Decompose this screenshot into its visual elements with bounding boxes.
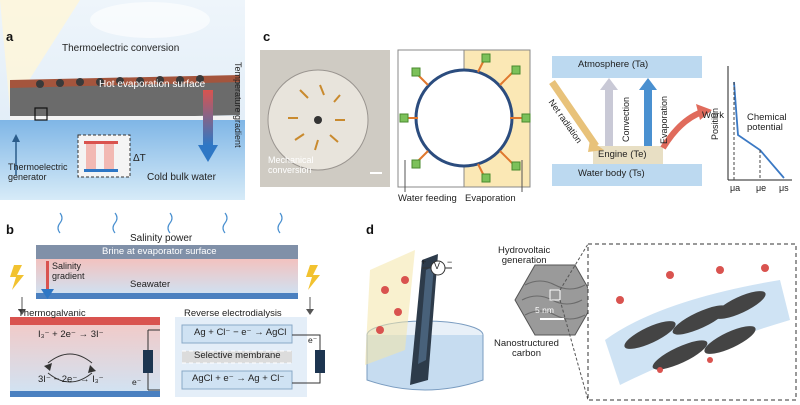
- nanostructured-carbon-label: Nanostructured carbon: [494, 338, 559, 360]
- position-label: Position: [710, 107, 720, 140]
- red-label: Reverse electrodialysis: [184, 308, 282, 319]
- electron-label-left: e⁻: [132, 377, 142, 387]
- panel-d-label: d: [366, 222, 374, 237]
- water-body-label: Water body (Ts): [578, 168, 645, 179]
- panel-b-illustration: [10, 212, 325, 397]
- red-reaction-top: Ag + Cl⁻ − e⁻ → AgCl: [194, 327, 287, 338]
- delta-t-label: ΔT: [133, 153, 146, 164]
- voltmeter-label: V: [434, 261, 441, 271]
- panel-d-illustration: [365, 243, 797, 401]
- panel-c-label: c: [263, 29, 271, 44]
- panel-c-illustration: [260, 49, 792, 192]
- plus-terminal: +: [421, 257, 427, 267]
- panel-a-illustration: [0, 0, 245, 200]
- evaporation-surface-bumps: [36, 75, 204, 88]
- salinity-power-title: Salinity power: [130, 233, 193, 244]
- salinity-gradient-label: Salinity gradient: [52, 261, 85, 281]
- electron-label-right: e⁻: [308, 335, 318, 345]
- minus-terminal: −: [447, 257, 453, 267]
- hot-surface-label: Hot evaporation surface: [99, 79, 206, 90]
- water-feeding-label: Water feeding: [398, 193, 457, 204]
- mu-e-label: μe: [756, 183, 767, 193]
- reaction-top: I₃⁻ + 2e⁻ → 3I⁻: [38, 329, 104, 340]
- convection-label: Convection: [621, 96, 631, 142]
- panel-b-label: b: [6, 222, 14, 237]
- temperature-gradient-label: Temperature gradient: [232, 62, 243, 148]
- evaporation-arrow-label: Evaporation: [659, 95, 669, 144]
- seawater-label: Seawater: [130, 279, 171, 290]
- brine-label: Brine at evaporator surface: [102, 246, 217, 257]
- panel-a-title: Thermoelectric conversion: [62, 43, 180, 54]
- evaporation-label: Evaporation: [465, 193, 516, 204]
- red-reaction-bottom: AgCl + e⁻ → Ag + Cl⁻: [192, 373, 285, 384]
- panel-a-label: a: [6, 29, 14, 44]
- engine-label: Engine (Te): [598, 149, 647, 160]
- generator-label: Thermoelectric generator: [8, 162, 68, 182]
- atmosphere-label: Atmosphere (Ta): [578, 59, 649, 70]
- membrane-label: Selective membrane: [194, 350, 281, 361]
- mu-a-label: μa: [730, 183, 741, 193]
- hydrovoltaic-label: Hydrovoltaic generation: [498, 245, 551, 267]
- chemical-potential-label: Chemical potential: [747, 112, 787, 134]
- work-label: Work: [702, 110, 724, 121]
- scale-bar-label: 5 nm: [535, 305, 554, 315]
- thermogalvanic-label: Thermogalvanic: [18, 308, 86, 319]
- mechanical-conversion-label: Mechanical conversion: [268, 155, 314, 175]
- mu-s-label: μs: [779, 183, 789, 193]
- reaction-bottom: 3I⁻ − 2e⁻ → I₃⁻: [38, 374, 104, 385]
- cold-water-label: Cold bulk water: [147, 172, 216, 183]
